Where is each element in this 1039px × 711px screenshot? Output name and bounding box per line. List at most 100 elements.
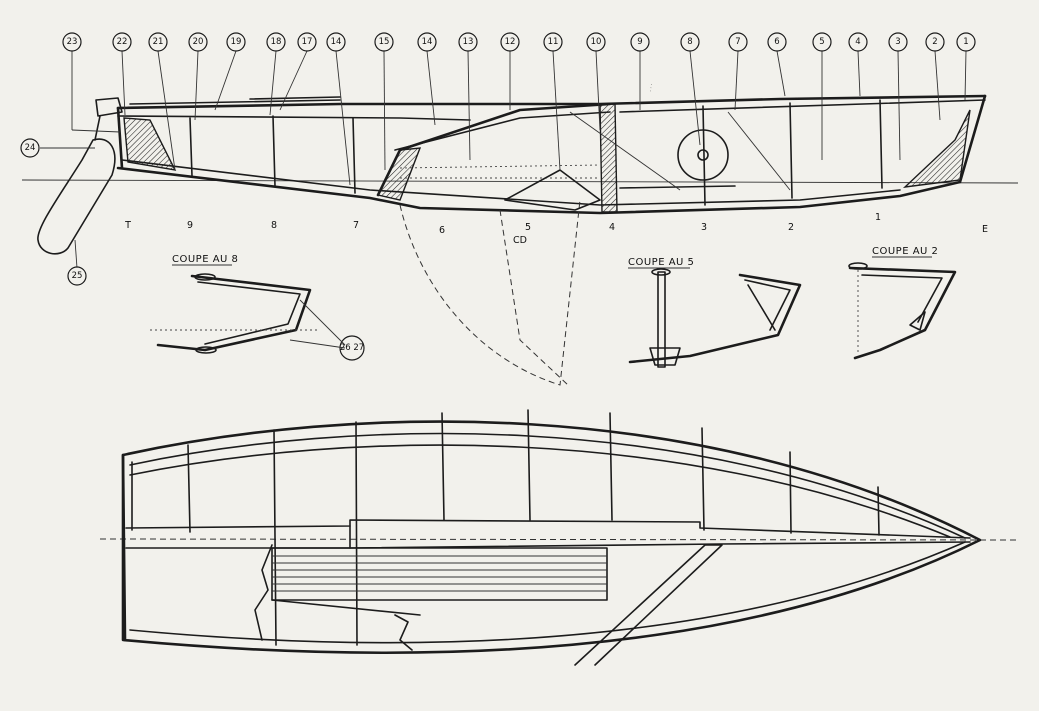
callout-22: 2 [925,32,945,52]
coupe-5-inner [744,279,791,331]
waterline [21,179,1019,184]
svg-text:7: 7 [735,37,740,47]
svg-text:3: 3 [895,37,900,47]
coupe-5-outline [628,273,802,364]
callout-23: 1 [956,32,976,52]
tiller [129,99,341,105]
callout-10: 14 [417,32,437,52]
rudder-stock [94,115,101,141]
callout-18: 6 [767,32,787,52]
svg-text:5: 5 [819,37,824,47]
section-coupe-5: COUPE AU 5 [628,257,802,368]
plan-transom [121,453,127,642]
mast-annotation: · · · [648,83,655,92]
centerboard-outline [499,209,569,386]
callout-20: 4 [848,32,868,52]
clamp-stringer [619,99,986,113]
coupe-5-keel [649,347,681,366]
coupe-2-outline [848,266,957,360]
floor-bar [619,185,736,189]
transom-knee [123,117,177,171]
bunk-line-2 [399,164,601,169]
coupe-8-chine [194,273,216,281]
coupe-2-title: COUPE AU 2 [872,246,938,257]
brace-1 [569,111,681,191]
coupe-5-title: COUPE AU 5 [628,257,694,268]
callout-11: 13 [458,32,478,52]
svg-text:2: 2 [932,37,937,47]
svg-text:26 27: 26 27 [340,343,364,353]
callout-8: 14 [326,32,346,52]
callout-1: 23 [62,32,82,52]
svg-text:4: 4 [855,37,860,47]
callout-6: 18 [266,32,286,52]
centerboard-case [504,169,601,211]
plan-floorboards [271,547,608,601]
plan-centerline [99,538,1021,541]
callout-14: 10 [586,32,606,52]
station-9: 3 [701,222,707,233]
coupe-5-centerboard [657,271,666,368]
transom [116,106,124,170]
plan-cutaway-top [271,599,421,616]
coupe-2-inner [861,274,943,323]
svg-text:9: 9 [637,37,642,47]
svg-text:20: 20 [193,37,204,47]
svg-text:25: 25 [72,271,83,281]
chine-line [121,159,901,206]
coupe-2-knee [909,311,926,331]
stem-knee [902,109,971,188]
callout-3: 21 [148,32,168,52]
station-12: E [982,224,988,235]
svg-text:19: 19 [231,37,242,47]
plan-view: · · [99,409,1021,666]
plan-cutaway-left [254,544,273,641]
callout-21: 3 [888,32,908,52]
plan-upper-stringer [129,444,951,538]
callout-16: 8 [680,32,700,52]
plan-lower-chine [129,541,966,644]
station-5: 6 [439,225,445,236]
svg-text:11: 11 [548,37,559,47]
plan-side-deck [574,544,723,666]
plan-keelson-top [125,519,971,539]
callout-19: 5 [812,32,832,52]
coupe-8-inner [197,281,301,345]
rudder [37,138,116,255]
station-6: 5 [525,222,531,233]
tiller-end [249,96,341,100]
station-10: 2 [788,222,794,233]
callout-17: 7 [728,32,748,52]
inner-sheer [117,115,471,121]
station-11: 1 [875,212,881,223]
station-4: 7 [353,220,359,231]
plan-frames [187,409,880,646]
plan-keelson-bottom [125,541,971,549]
svg-text:1: 1 [963,37,968,47]
svg-text:8: 8 [687,37,692,47]
centerboard-swing [399,199,581,386]
callout-24: 24 [20,138,40,158]
foredeck-inner [394,111,611,151]
callout-26: 26 27 [339,335,365,361]
callout-13: 11 [543,32,563,52]
svg-text:13: 13 [463,37,474,47]
callout-12: 12 [500,32,520,52]
svg-text:23: 23 [67,37,78,47]
callout-15: 9 [630,32,650,52]
coupe-8-title: COUPE AU 8 [172,254,238,265]
callout-7: 17 [297,32,317,52]
station-3: 8 [271,220,277,231]
station-8: 4 [609,222,615,233]
coupe-5-brace [747,284,776,331]
svg-text:6: 6 [774,37,779,47]
plan-hull-outline [121,420,982,654]
centerboard-pivot [697,149,709,161]
keel-line [116,94,987,215]
callout-leaders [40,50,967,269]
svg-text:14: 14 [331,37,342,47]
